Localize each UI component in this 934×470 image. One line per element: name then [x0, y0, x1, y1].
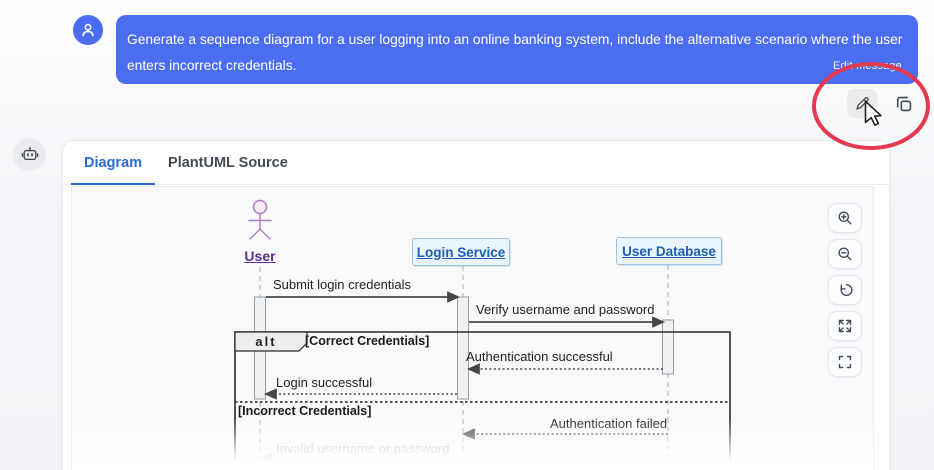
zoom-in-icon	[838, 211, 852, 225]
copy-message-button[interactable]	[891, 91, 917, 117]
alt-operator-label: alt	[255, 334, 277, 349]
user-avatar	[73, 15, 103, 45]
edit-message-hint: Edit message	[832, 60, 902, 72]
message-label: Verify username and password	[476, 302, 655, 317]
diagram-shapes	[234, 199, 731, 470]
message-label: Authentication successful	[466, 349, 613, 364]
fullscreen-button[interactable]	[828, 347, 862, 377]
participant-user-database: User Database	[616, 237, 722, 265]
message-label: Invalid username or password	[276, 441, 450, 456]
reset-icon	[840, 284, 853, 297]
copy-icon	[897, 96, 912, 112]
zoom-in-button[interactable]	[828, 203, 862, 233]
tab-plantuml-source-label: PlantUML Source	[168, 154, 288, 171]
edit-message-button[interactable]	[847, 89, 877, 118]
actor-figure	[248, 199, 272, 240]
user-message-bubble: Generate a sequence diagram for a user l…	[116, 15, 918, 84]
expand-icon	[838, 319, 852, 333]
tab-diagram[interactable]: Diagram	[71, 141, 156, 185]
user-message-text: Generate a sequence diagram for a user l…	[127, 32, 903, 73]
zoom-out-icon	[838, 247, 852, 261]
expand-button[interactable]	[828, 311, 862, 341]
pencil-icon	[855, 97, 869, 110]
participant-login-service: Login Service	[412, 238, 510, 266]
zoom-out-button[interactable]	[828, 239, 862, 269]
message-label: Submit login credentials	[273, 277, 412, 292]
assistant-avatar	[13, 138, 46, 171]
tab-plantuml-source[interactable]: PlantUML Source	[155, 141, 301, 184]
condition-incorrect: [Incorrect Credentials]	[238, 404, 372, 418]
viewer-controls	[828, 203, 862, 377]
reset-view-button[interactable]	[828, 275, 862, 305]
tab-diagram-label: Diagram	[84, 154, 143, 171]
diagram-viewport[interactable]: User Login Service User Database alt [Co…	[71, 186, 874, 470]
fullscreen-icon	[838, 355, 852, 369]
alt-frame	[234, 331, 731, 467]
robot-icon	[21, 146, 38, 160]
tab-bar: Diagram PlantUML Source	[63, 141, 889, 185]
message-label: Login successful	[276, 375, 373, 390]
participant-user: User	[244, 248, 276, 264]
user-icon	[82, 23, 94, 37]
diagram-panel: Diagram PlantUML Source	[62, 140, 890, 470]
sequence-diagram: User Login Service User Database alt [Co…	[72, 187, 873, 470]
condition-correct: [Correct Credentials]	[305, 334, 430, 348]
message-label: Authentication failed	[550, 416, 668, 431]
